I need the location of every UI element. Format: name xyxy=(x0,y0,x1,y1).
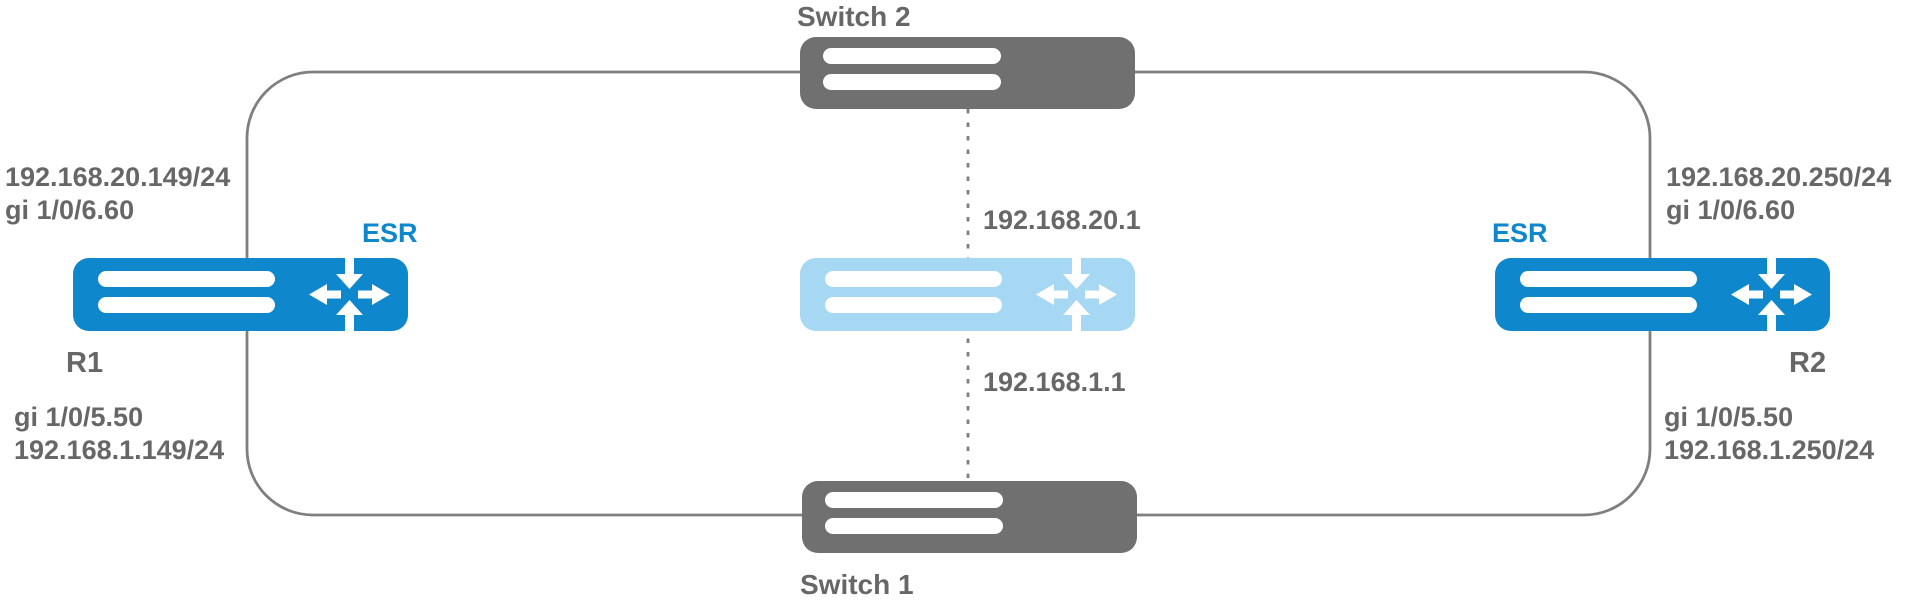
router-arrows-icon xyxy=(1036,258,1117,331)
r1-top-interface: gi 1/0/6.60 xyxy=(5,195,135,225)
virtual-router-device xyxy=(800,258,1135,331)
virtual-ip-top-label: 192.168.20.1 xyxy=(983,205,1141,235)
r2-bottom-interface: gi 1/0/5.50 xyxy=(1664,402,1794,432)
router-icon xyxy=(73,258,408,331)
virtual-ip-bottom-label: 192.168.1.1 xyxy=(983,367,1126,397)
r2-top-ip: 192.168.20.250/24 xyxy=(1666,162,1892,192)
router-r1-device xyxy=(73,258,408,331)
r1-top-interface-block: 192.168.20.149/24 gi 1/0/6.60 xyxy=(5,161,230,227)
virtual-router-icon xyxy=(800,258,1135,331)
switch-icon xyxy=(802,481,1137,553)
router-arrows-icon xyxy=(1731,258,1812,331)
switch-2-device xyxy=(800,37,1135,109)
switch-1-device xyxy=(802,481,1137,553)
r2-top-interface-block: 192.168.20.250/24 gi 1/0/6.60 xyxy=(1666,161,1891,227)
router-r2-label: R2 xyxy=(1789,347,1827,379)
router-arrows-icon xyxy=(309,258,390,331)
r1-top-ip: 192.168.20.149/24 xyxy=(5,162,231,192)
router-r1-label: R1 xyxy=(66,347,104,379)
r1-bottom-interface: gi 1/0/5.50 xyxy=(14,402,144,432)
r2-bottom-ip: 192.168.1.250/24 xyxy=(1664,435,1875,465)
router-icon xyxy=(1495,258,1830,331)
r1-bottom-ip: 192.168.1.149/24 xyxy=(14,435,225,465)
esr-brand-label-right: ESR xyxy=(1492,218,1548,248)
r1-bottom-interface-block: gi 1/0/5.50 192.168.1.149/24 xyxy=(14,401,224,467)
r2-bottom-interface-block: gi 1/0/5.50 192.168.1.250/24 xyxy=(1664,401,1874,467)
switch-1-label: Switch 1 xyxy=(800,569,914,600)
switch-icon xyxy=(800,37,1135,109)
router-r2-device xyxy=(1495,258,1830,331)
switch-2-label: Switch 2 xyxy=(797,1,911,32)
r2-top-interface: gi 1/0/6.60 xyxy=(1666,195,1796,225)
esr-brand-label-left: ESR xyxy=(362,218,418,248)
